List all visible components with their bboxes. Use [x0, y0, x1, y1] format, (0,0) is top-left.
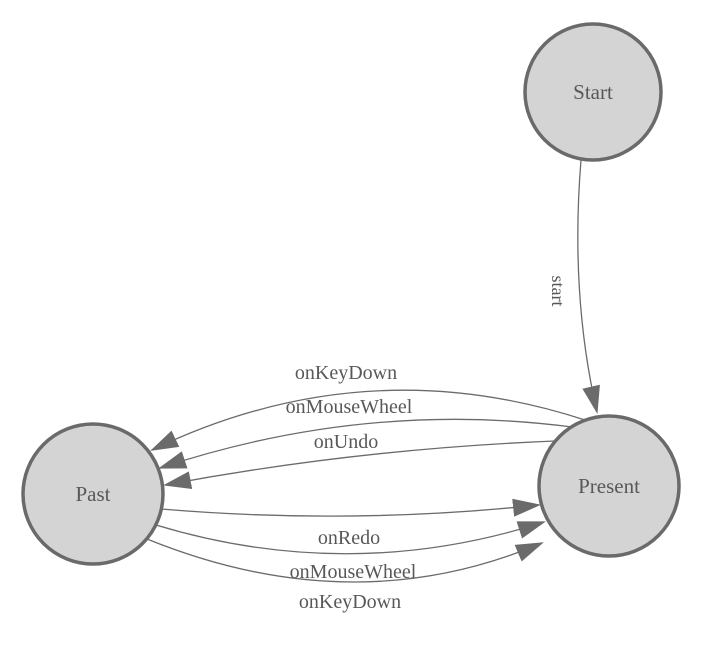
edge-start-to-present[interactable]	[577, 159, 600, 414]
edge-labels-layer: startonKeyDownonMouseWheelonUndoonRedoon…	[286, 276, 568, 614]
edge-label-past-to-present-onredo: onRedo	[318, 527, 380, 549]
edge-label-past-to-present-onkeydown: onKeyDown	[299, 591, 401, 613]
edges-layer	[146, 159, 600, 583]
edge-label-start-to-present: start	[548, 276, 568, 307]
node-past[interactable]	[21, 422, 165, 566]
edge-label-present-to-past-onundo: onUndo	[314, 431, 378, 453]
edge-present-to-past-onmousewheel[interactable]	[158, 418, 573, 469]
edge-past-to-present-onmousewheel[interactable]	[155, 521, 546, 555]
edge-past-to-present-onredo[interactable]	[160, 498, 541, 517]
edge-label-present-to-past-onkeydown: onKeyDown	[295, 362, 397, 384]
edge-present-to-past-onundo[interactable]	[163, 440, 556, 490]
edge-past-to-present-onkeydown[interactable]	[146, 538, 544, 583]
edge-present-to-past-onkeydown[interactable]	[150, 389, 586, 451]
node-start[interactable]	[523, 22, 663, 162]
node-present[interactable]	[537, 414, 681, 558]
